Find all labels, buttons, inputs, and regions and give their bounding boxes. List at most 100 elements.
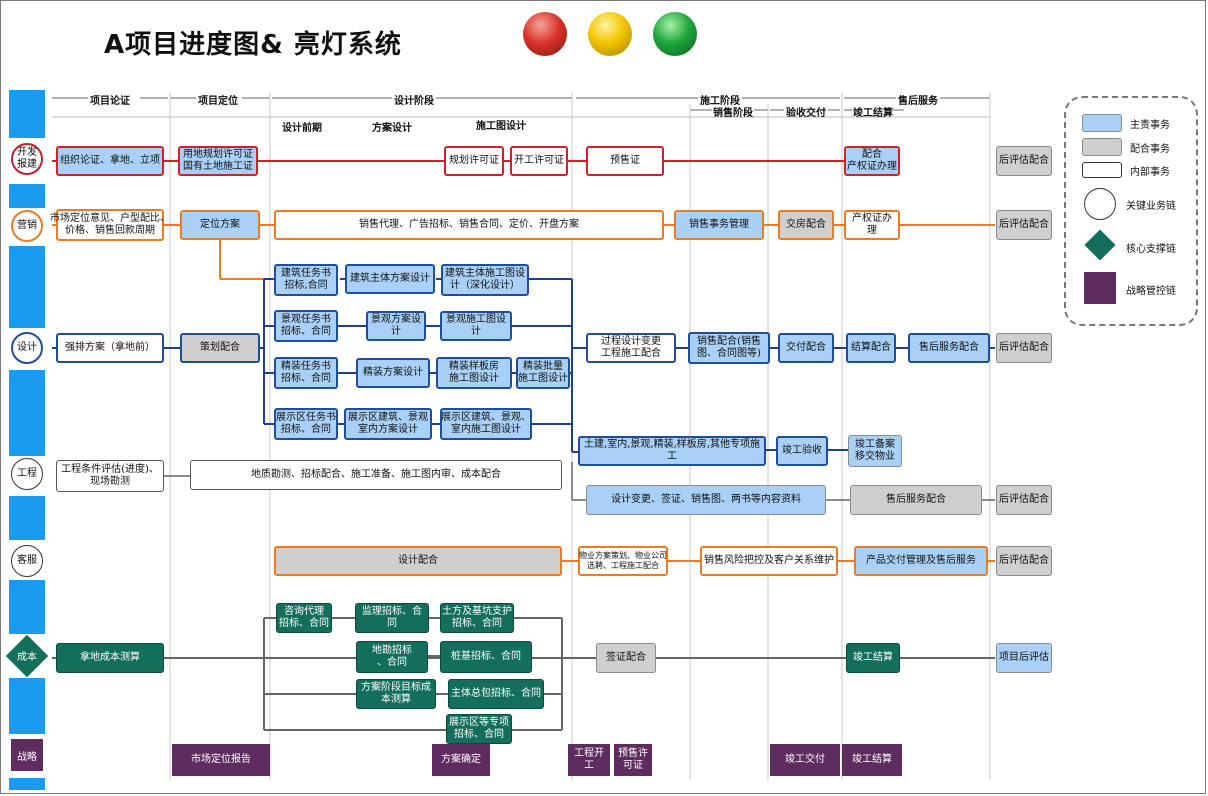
phase-hsfw: 售后服务 [898, 96, 938, 107]
process-box: 土方及基坑支护 招标、合同 [440, 603, 514, 633]
process-box: 组织论证、拿地、立项 [56, 146, 164, 176]
process-box: 后评估配合 [996, 146, 1052, 176]
process-box: 地质勘测、招标配合、施工准备、施工图内审、成本配合 [190, 460, 562, 490]
green-lamp [653, 12, 697, 56]
process-box: 用地规划许可证 国有土地施工证 [178, 146, 258, 176]
row-label-yingxiao: 营销 [11, 210, 43, 242]
process-box: 桩基招标、合同 [440, 641, 532, 673]
strategy-box: 预售许 可证 [614, 744, 652, 776]
strategy-box: 方案确定 [432, 744, 490, 776]
legend [1064, 96, 1198, 326]
legend-swatch-coop [1082, 138, 1122, 156]
process-box: 销售风险把控及客户关系维护 [700, 546, 838, 576]
process-box: 开工许可证 [510, 146, 568, 176]
process-box: 景观施工图设计 [440, 311, 512, 341]
legend-label: 核心支撑链 [1126, 244, 1176, 255]
process-box: 售后服务配合 [850, 485, 982, 515]
process-box: 监理招标、合同 [355, 603, 429, 633]
process-box: 物业方案策划、物业公司 选聘、工程施工配合 [578, 546, 668, 576]
process-box: 展示区建筑、景观 室内方案设计 [344, 408, 432, 440]
phase-sgjd: 施工阶段 [700, 96, 740, 107]
process-box: 竣工结算 [846, 643, 900, 673]
lane-bar [9, 246, 45, 328]
phase-sjjd: 设计阶段 [394, 96, 434, 107]
process-box: 展示区任务书 招标、合同 [274, 408, 338, 440]
process-box: 土建,室内,景观,精装,样板房,其他专项施工 [578, 436, 766, 466]
lane-bar [9, 778, 45, 790]
red-lamp [523, 12, 567, 56]
process-box: 建筑任务书 招标,合同 [274, 264, 338, 296]
phase-xmdw: 项目定位 [198, 96, 238, 107]
process-box: 后评估配合 [996, 333, 1052, 363]
process-box: 景观方案设计 [366, 311, 426, 341]
process-box: 设计配合 [274, 546, 562, 576]
legend-label: 内部事务 [1130, 167, 1170, 178]
process-box: 精装批量 施工图设计 [516, 357, 570, 389]
phase-xsjd: 销售阶段 [713, 108, 753, 119]
legend-label: 配合事务 [1130, 144, 1170, 155]
legend-square-icon [1084, 272, 1116, 304]
process-box: 策划配合 [180, 333, 260, 363]
strategy-box: 竣工结算 [842, 744, 902, 776]
process-box: 展示区建筑、景观、 室内施工图设计 [440, 408, 532, 440]
row-label-kaifa: 开发 报建 [11, 143, 43, 175]
process-box: 定位方案 [180, 210, 260, 240]
process-box: 项目后评估 [996, 643, 1052, 673]
process-box: 竣工验收 [776, 436, 828, 466]
process-box: 规划许可证 [444, 146, 504, 176]
process-box: 建筑主体方案设计 [345, 264, 435, 294]
lane-bar [9, 184, 45, 208]
strategy-box: 竣工交付 [770, 744, 840, 776]
page-title: A项目进度图& 亮灯系统 [104, 30, 402, 60]
row-label-kefu: 客服 [11, 545, 43, 577]
process-box: 产权证办理 [844, 210, 900, 240]
process-box: 后评估配合 [996, 210, 1052, 240]
lane-bar [9, 370, 45, 456]
process-box: 景观任务书 招标、合同 [274, 310, 338, 342]
process-box: 后评估配合 [996, 485, 1052, 515]
legend-swatch-main [1082, 114, 1122, 132]
process-box: 拿地成本测算 [56, 643, 164, 673]
process-box: 工程条件评估(进度)、 现场勘测 [56, 460, 164, 492]
process-box: 建筑主体施工图设 计（深化设计） [441, 264, 529, 296]
process-box: 方案阶段目标成 本测算 [356, 679, 436, 709]
phase-sgtsj: 施工图设计 [476, 121, 526, 132]
process-box: 产品交付管理及售后服务 [854, 546, 988, 576]
process-box: 展示区等专项 招标、合同 [446, 714, 512, 744]
process-box: 过程设计变更 工程施工配合 [586, 333, 676, 363]
strategy-box: 市场定位报告 [172, 744, 270, 776]
yellow-lamp [588, 12, 632, 56]
lane-bar [9, 496, 45, 540]
process-box: 强排方案（拿地前） [56, 333, 164, 363]
row-label-chengben: 成本 [17, 652, 37, 663]
lane-bar [9, 678, 45, 734]
legend-label: 战略管控链 [1126, 286, 1176, 297]
phase-jgjs: 竣工结算 [853, 108, 893, 119]
process-box: 后评估配合 [996, 546, 1052, 576]
process-box: 售后服务配合 [908, 333, 990, 363]
process-box: 配合 产权证办理 [844, 146, 900, 176]
legend-label: 关键业务链 [1126, 201, 1176, 212]
row-label-sheji: 设计 [11, 332, 43, 364]
process-box: 精装方案设计 [356, 358, 430, 388]
process-box: 签证配合 [596, 643, 656, 673]
lane-bar [9, 90, 45, 138]
row-label-gongcheng: 工程 [11, 458, 43, 490]
phase-sjqq: 设计前期 [282, 123, 322, 134]
process-box: 交付配合 [778, 333, 834, 363]
phase-xmlz: 项目论证 [90, 96, 130, 107]
process-box: 结算配合 [846, 333, 896, 363]
legend-swatch-internal [1082, 162, 1122, 178]
process-box: 主体总包招标、合同 [448, 679, 544, 709]
process-box: 销售代理、广告招标、销售合同、定价、开盘方案 [274, 210, 664, 240]
phase-fasj: 方案设计 [372, 123, 412, 134]
process-box: 精装样板房 施工图设计 [436, 357, 512, 389]
process-box: 市场定位意见、户型配比、 价格、销售回款周期 [50, 209, 170, 241]
process-box: 竣工备案 移交物业 [848, 435, 902, 467]
process-box: 交房配合 [778, 210, 834, 240]
process-box: 销售配合(销售 图、合同图等) [688, 332, 770, 364]
phase-ysjf: 验收交付 [786, 108, 826, 119]
process-box: 设计变更、签证、销售图、两书等内容资料 [586, 485, 826, 515]
